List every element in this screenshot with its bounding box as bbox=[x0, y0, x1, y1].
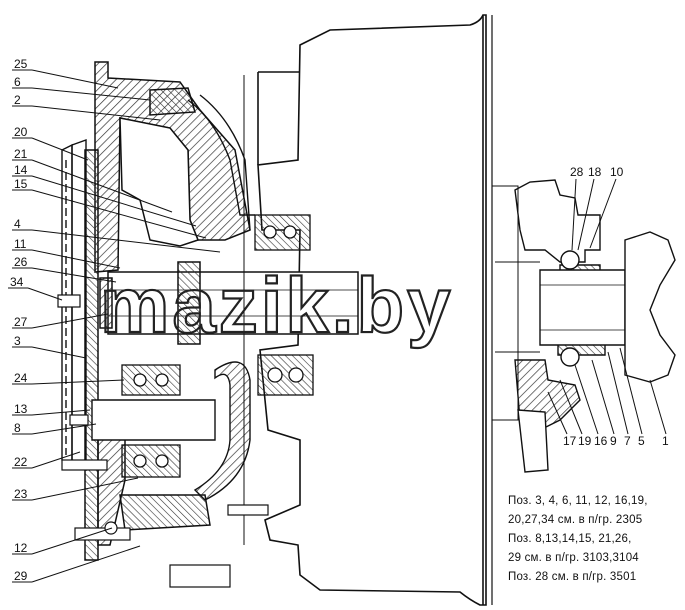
leader-line-29 bbox=[31, 545, 141, 583]
callout-27: 27 bbox=[14, 315, 28, 329]
drive-disc bbox=[187, 75, 255, 545]
leader-line-18 bbox=[577, 178, 595, 251]
leader-line-16 bbox=[574, 364, 599, 435]
callout-26: 26 bbox=[14, 255, 28, 269]
leader-line-19 bbox=[559, 379, 583, 435]
callout-16: 16 bbox=[594, 434, 608, 448]
bearing-24 bbox=[121, 364, 181, 396]
callout-5: 5 bbox=[638, 434, 645, 448]
fastener-bolts bbox=[57, 294, 269, 588]
callout-25: 25 bbox=[14, 57, 28, 71]
leader-line-7 bbox=[607, 351, 629, 435]
leader-line-4 bbox=[31, 229, 221, 253]
callout-20: 20 bbox=[14, 125, 28, 139]
leader-line-21 bbox=[31, 159, 173, 213]
callout-11: 11 bbox=[14, 237, 27, 251]
leader-line-26 bbox=[31, 267, 117, 283]
callout-34: 34 bbox=[10, 275, 24, 289]
leader-line-5 bbox=[619, 347, 643, 435]
leader-line-15 bbox=[31, 189, 207, 239]
callout-2: 2 bbox=[14, 93, 21, 107]
callout-15: 15 bbox=[14, 177, 28, 191]
main-shaft bbox=[99, 261, 359, 345]
leader-line-27 bbox=[31, 313, 109, 329]
note-line-5: Поз. 28 см. в п/гр. 3501 bbox=[508, 571, 637, 583]
callout-19: 19 bbox=[578, 434, 592, 448]
callout-4: 4 bbox=[14, 217, 21, 231]
leader-line-14 bbox=[31, 175, 197, 227]
leader-line-13 bbox=[31, 409, 91, 416]
callout-3: 3 bbox=[14, 334, 21, 348]
leader-line-20 bbox=[31, 137, 89, 161]
leader-line-17 bbox=[547, 391, 568, 435]
callout-21: 21 bbox=[14, 147, 28, 161]
leader-line-6 bbox=[31, 87, 151, 101]
callout-14: 14 bbox=[14, 163, 28, 177]
callout-6: 6 bbox=[14, 75, 21, 89]
leader-line-11 bbox=[31, 249, 121, 269]
note-line-3: Поз. 8,13,14,15, 21,26, bbox=[508, 533, 632, 545]
leader-line-2 bbox=[31, 105, 161, 121]
note-line-1: Поз. 3, 4, 6, 11, 12, 16,19, bbox=[508, 495, 648, 507]
leader-line-28 bbox=[571, 178, 577, 251]
bearing-23 bbox=[121, 444, 181, 478]
callout-9: 9 bbox=[610, 434, 617, 448]
callout-12: 12 bbox=[14, 541, 28, 555]
callout-24: 24 bbox=[14, 371, 28, 385]
note-line-2: 20,27,34 см. в п/гр. 2305 bbox=[508, 514, 643, 526]
callout-29: 29 bbox=[14, 569, 28, 583]
watermark: mazik.by bbox=[100, 261, 453, 349]
callout-13: 13 bbox=[14, 402, 28, 416]
callout-7: 7 bbox=[624, 434, 631, 448]
lower-shaft bbox=[91, 361, 251, 501]
leader-line-3 bbox=[31, 346, 87, 359]
leader-line-8 bbox=[31, 423, 97, 435]
leader-line-10 bbox=[589, 178, 617, 249]
callout-18: 18 bbox=[588, 165, 602, 179]
note-line-4: 29 см. в п/гр. 3103,3104 bbox=[508, 552, 639, 564]
callout-22: 22 bbox=[14, 455, 28, 469]
leader-line-12 bbox=[31, 527, 113, 555]
output-assembly bbox=[491, 179, 676, 473]
callout-1: 1 bbox=[662, 434, 669, 448]
leader-line-22 bbox=[31, 451, 81, 469]
callout-10: 10 bbox=[610, 165, 624, 179]
leader-line-9 bbox=[591, 359, 615, 435]
bearing-upper bbox=[254, 214, 311, 251]
leader-line-34 bbox=[27, 287, 63, 301]
leader-line-1 bbox=[649, 379, 667, 435]
bearing-lower bbox=[257, 354, 314, 396]
leader-line-23 bbox=[31, 477, 139, 501]
callout-23: 23 bbox=[14, 487, 28, 501]
leader-line-25 bbox=[31, 69, 119, 89]
callout-28: 28 bbox=[570, 165, 584, 179]
callout-8: 8 bbox=[14, 421, 21, 435]
leader-line-24 bbox=[31, 379, 125, 385]
callout-17: 17 bbox=[563, 434, 577, 448]
